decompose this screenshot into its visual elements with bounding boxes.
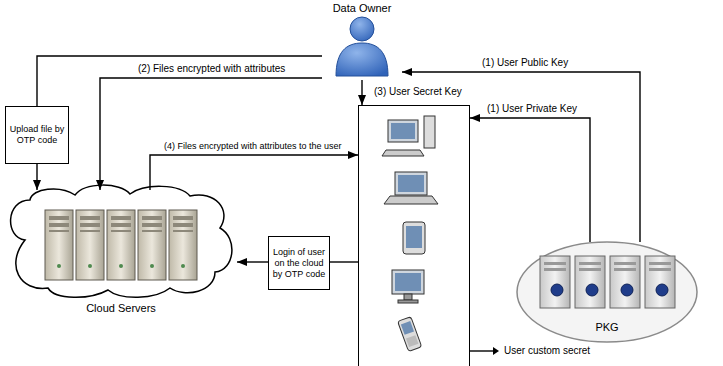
person-head <box>350 17 374 41</box>
monitor-screen <box>395 273 421 291</box>
server-symbol <box>610 256 640 308</box>
edge-label: (3) User Secret Key <box>372 86 464 98</box>
cloud-node: Cloud Servers <box>5 190 237 316</box>
edge-label: (4) Files encrypted with attributes to t… <box>162 140 344 152</box>
note-label: User custom secret <box>502 345 592 357</box>
pc-screen <box>391 123 415 139</box>
device-box <box>358 105 470 366</box>
edge-label: (2) Files encrypted with attributes <box>136 63 287 75</box>
connector <box>330 261 358 262</box>
arrow-head <box>493 347 499 355</box>
server-symbol <box>575 256 605 308</box>
cloud-servers <box>45 210 197 280</box>
phone-body <box>398 317 422 352</box>
node-label: Login of user on the cloud by OTP code <box>272 247 326 280</box>
phone-icon <box>398 317 422 352</box>
pkg-ellipse <box>517 242 697 342</box>
process-box: Upload file by OTP code <box>5 106 69 164</box>
person-icon <box>336 17 388 76</box>
laptop-icon <box>384 172 438 204</box>
server-symbol <box>645 256 675 308</box>
desktop-pc-icon <box>382 116 435 156</box>
connector <box>36 164 37 190</box>
server-symbol <box>107 210 135 280</box>
server-symbol <box>138 210 166 280</box>
server-symbol <box>540 256 570 308</box>
pc-tower <box>424 116 435 148</box>
monitor-frame <box>392 270 424 294</box>
laptop-lid <box>395 172 427 195</box>
tablet-screen <box>406 226 422 248</box>
connector <box>470 118 590 242</box>
node-label: PKG <box>595 321 618 334</box>
person-body <box>336 43 388 76</box>
server-symbol <box>45 210 73 280</box>
phone-keys <box>406 335 418 347</box>
node-label: Data Owner <box>333 2 392 15</box>
connector <box>150 155 358 190</box>
actor-node: Data Owner <box>322 0 402 80</box>
pc-keyboard <box>382 150 424 156</box>
laptop-screen <box>398 175 424 192</box>
laptop-base <box>384 196 438 204</box>
node-label: Upload file by OTP code <box>9 124 65 146</box>
server-symbol <box>169 210 197 280</box>
monitor-stand <box>404 294 412 300</box>
connector <box>37 56 322 106</box>
pc-monitor <box>388 120 418 142</box>
connector <box>361 80 362 105</box>
connector <box>237 261 268 262</box>
phone-screen <box>401 321 414 335</box>
connector <box>100 78 322 190</box>
monitor-icon <box>392 270 424 303</box>
process-box: Login of user on the cloud by OTP code <box>268 236 330 290</box>
monitor-base <box>398 300 418 303</box>
tablet-body <box>403 222 425 254</box>
leader-arrow <box>470 350 494 351</box>
tablet-icon <box>403 222 425 254</box>
node-label: Cloud Servers <box>86 302 156 315</box>
edge-label: (1) User Private Key <box>485 103 579 115</box>
edge-label: (1) User Public Key <box>480 57 570 69</box>
pkg-servers <box>540 256 675 308</box>
cloud-outline <box>11 185 232 297</box>
pkg-node: PKG <box>517 242 697 342</box>
server-symbol <box>76 210 104 280</box>
